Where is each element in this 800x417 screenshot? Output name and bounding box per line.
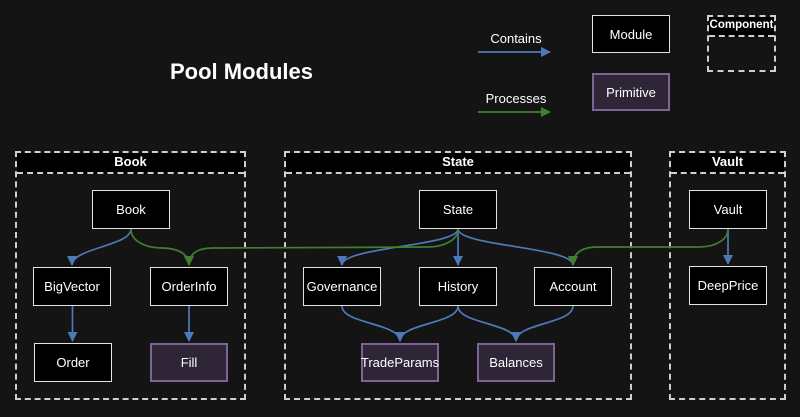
group-vault: Vault <box>669 151 786 400</box>
legend-component-label: Component <box>709 17 774 37</box>
node-account: Account <box>534 267 612 306</box>
node-order: Order <box>34 343 112 382</box>
node-fill: Fill <box>150 343 228 382</box>
node-vault: Vault <box>689 190 767 229</box>
node-history: History <box>419 267 497 306</box>
group-book-header: Book <box>17 153 244 174</box>
legend-primitive-swatch: Primitive <box>592 73 670 111</box>
legend-processes-label: Processes <box>485 91 547 106</box>
node-orderinfo: OrderInfo <box>150 267 228 306</box>
legend-component-swatch: Component <box>707 15 776 72</box>
legend-module-swatch: Module <box>592 15 670 53</box>
group-vault-header: Vault <box>671 153 784 174</box>
node-balances: Balances <box>477 343 555 382</box>
node-governance: Governance <box>303 267 381 306</box>
node-book: Book <box>92 190 170 229</box>
node-deepprice: DeepPrice <box>689 266 767 305</box>
node-state: State <box>419 190 497 229</box>
group-book: Book <box>15 151 246 400</box>
node-bigvector: BigVector <box>33 267 111 306</box>
group-state-header: State <box>286 153 630 174</box>
legend-module-label: Module <box>609 26 653 42</box>
legend-primitive-label: Primitive <box>606 84 656 100</box>
page-title: Pool Modules <box>170 59 313 84</box>
legend-contains-label: Contains <box>490 31 542 46</box>
node-tradeparams: TradeParams <box>361 343 439 382</box>
group-state: State <box>284 151 632 400</box>
